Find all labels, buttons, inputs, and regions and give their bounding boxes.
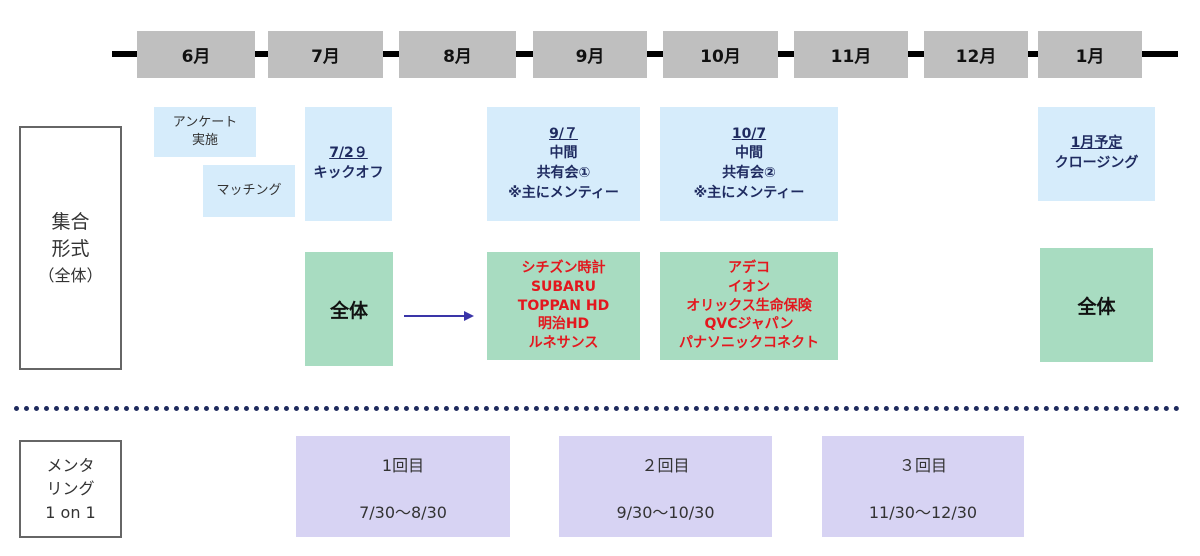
midpoint-session-1-box: 9/７ 中間 共有会① ※主にメンティー [487,107,640,221]
midpoint-2-line: 共有会② [722,165,776,181]
closing-title: クロージング [1054,155,1139,171]
section-divider [14,406,1180,411]
arrow-icon [404,311,474,321]
company-name: シチズン時計 [521,259,606,276]
month-june: 6月 [137,31,255,78]
row-label-line: メンタ [46,456,95,476]
survey-box: アンケート 実施 [154,107,256,157]
row-label-line: リング [46,479,95,499]
company-name: 明治HD [537,316,590,333]
survey-line: 実施 [191,133,218,148]
all-participants-january-box: 全体 [1040,248,1153,362]
kickoff-title: キックオフ [313,165,384,181]
row-label-mentoring: メンタ リング 1 on 1 [19,440,122,538]
matching-label: マッチング [216,182,282,198]
companies-october-box: アデコ イオン オリックス生命保険 QVCジャパン パナソニックコネクト [660,252,838,360]
kickoff-box: 7/2９ キックオフ [305,107,392,221]
month-november: 11月 [794,31,908,78]
round-period: 11/30～12/30 [868,503,978,522]
mentoring-round-2: ２回目 9/30～10/30 [559,436,772,537]
midpoint-2-note: ※主にメンティー [693,184,805,201]
all-participants-july-box: 全体 [305,252,393,366]
closing-date: 1月予定 [1070,135,1123,152]
matching-box: マッチング [203,165,295,217]
company-name: QVCジャパン [704,316,794,333]
company-name: オリックス生命保険 [686,297,812,314]
month-august: 8月 [399,31,516,78]
company-name: パナソニックコネクト [679,335,819,352]
all-label: 全体 [329,299,368,322]
round-period: 9/30～10/30 [616,503,715,522]
row-label-line: 形式 [51,238,90,261]
row-label-line: 集合 [51,210,90,233]
company-name: ルネサンス [528,335,599,352]
companies-september-box: シチズン時計 SUBARU TOPPAN HD 明治HD ルネサンス [487,252,640,360]
row-label-line: （全体） [38,265,103,285]
row-label-line: 1 on 1 [45,502,96,522]
all-label: 全体 [1077,295,1116,318]
month-september: 9月 [533,31,647,78]
midpoint-1-line: 中間 [549,145,578,162]
midpoint-1-date: 9/７ [549,125,578,142]
round-period: 7/30～8/30 [359,503,447,522]
mentoring-round-3: ３回目 11/30～12/30 [822,436,1024,537]
midpoint-session-2-box: 10/7 中間 共有会② ※主にメンティー [660,107,838,221]
row-label-group-format: 集合 形式 （全体） [19,126,122,370]
month-october: 10月 [663,31,778,78]
mentoring-round-1: 1回目 7/30～8/30 [296,436,510,537]
company-name: TOPPAN HD [517,297,610,314]
company-name: イオン [728,278,770,295]
round-label: ３回目 [898,456,947,475]
midpoint-1-note: ※主にメンティー [508,184,619,201]
kickoff-date: 7/2９ [329,145,368,162]
round-label: ２回目 [641,456,690,475]
month-january: 1月 [1038,31,1142,78]
round-label: 1回目 [381,456,425,475]
survey-line: アンケート [172,114,238,130]
month-december: 12月 [924,31,1028,78]
midpoint-2-date: 10/7 [731,125,767,142]
midpoint-2-line: 中間 [735,145,763,162]
month-july: 7月 [268,31,383,78]
closing-box: 1月予定 クロージング [1038,107,1155,201]
company-name: アデコ [728,259,770,276]
company-name: SUBARU [530,278,597,295]
midpoint-1-line: 共有会① [536,165,591,181]
